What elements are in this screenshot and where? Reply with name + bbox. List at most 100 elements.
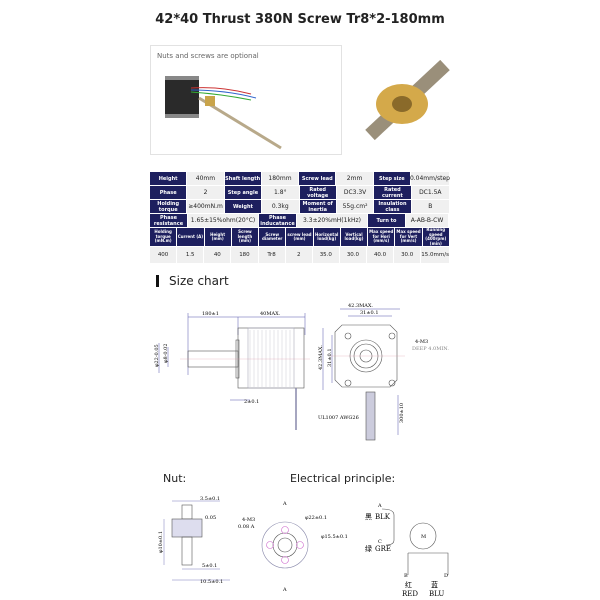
perf-value: 15.0mm/s <box>421 247 449 263</box>
perf-value: 40.0 <box>367 247 394 263</box>
nut-dim-pcd: φ15.5±0.1 <box>321 534 348 540</box>
product-photo: Nuts and screws are optional <box>150 45 342 155</box>
spec-value: DC3.3V <box>336 186 374 199</box>
nut-heading: Nut: <box>163 472 187 485</box>
spec-label: Holding torque <box>150 200 187 213</box>
perf-value: Tr8 <box>258 247 285 263</box>
spec-value: 3.3±20%mH(1kHz) <box>297 214 367 227</box>
spec-value: 2mm <box>336 172 373 185</box>
motor-symbol: M <box>421 534 426 540</box>
perf-header: Screw diameter <box>259 228 286 246</box>
spec-value: 2 <box>187 186 224 199</box>
perf-value: 40 <box>204 247 231 263</box>
dim-d1: φ22-0.05 <box>154 344 160 367</box>
photo-caption: Nuts and screws are optional <box>157 52 259 60</box>
spec-value: 0.3kg <box>262 200 299 213</box>
spec-value: 0.04mm/step <box>410 172 450 185</box>
perf-header: Current (A) <box>177 228 204 246</box>
perf-header: Max speed for Hori (mm/s) <box>368 228 395 246</box>
performance-table: Holding torque (mN.m)Current (A)Height (… <box>150 227 450 264</box>
perf-header: Max speed for Vert (mm/s) <box>395 228 422 246</box>
perf-header: Screw length (mm) <box>231 228 259 246</box>
wire-blu-en: BLU <box>429 590 444 598</box>
perf-value: 35.0 <box>312 247 339 263</box>
dim-body: 40MAX. <box>260 311 281 317</box>
spec-value: 55g.cm² <box>336 200 374 213</box>
section-a-top: A <box>282 501 287 507</box>
pin-c: C <box>378 539 382 545</box>
dim-width: 42.3MAX. <box>348 303 373 309</box>
pin-a: A <box>377 503 382 509</box>
spec-label: Height <box>150 172 187 185</box>
size-chart-title: Size chart <box>169 274 229 288</box>
spec-value: 40mm <box>187 172 224 185</box>
dim-flange: 2±0.1 <box>244 399 259 405</box>
perf-value: 30.0 <box>339 247 366 263</box>
size-chart-heading: Size chart <box>156 274 229 288</box>
nut-dim-total: 10.5±0.1 <box>200 579 223 585</box>
nut-dim-mid: 5±0.1 <box>202 563 217 569</box>
perf-header: Horizontal load(kg) <box>313 228 340 246</box>
perf-row: Holding torque (mN.m)Current (A)Height (… <box>150 227 450 246</box>
electrical-heading: Electrical principle: <box>290 472 396 485</box>
wire-red-cn: 红 <box>405 580 412 589</box>
spec-label: Turn to <box>368 214 405 227</box>
dim-thread: 4-M3 <box>415 339 428 345</box>
spec-value: ≥400mN.m <box>187 200 224 213</box>
wire-gre-en: GRE <box>375 545 391 553</box>
nut-dim-flat: 0.05 <box>205 515 216 521</box>
spec-label: Phase inducatance <box>259 214 296 227</box>
spec-value: A-AB-B-CW <box>406 214 448 227</box>
nut-dim-od: φ22±0.1 <box>305 515 327 521</box>
dim-cable-len: 300±10 <box>399 403 405 423</box>
spec-label: Shaft length <box>224 172 261 185</box>
dim-d2: φ8-0.02 <box>163 343 169 363</box>
spec-value: 180mm <box>261 172 299 185</box>
nut-drawing: 3.5±0.1 5±0.1 10.5±0.1 φ10±0.1 0.05 4-M3… <box>158 496 449 598</box>
pin-d: D <box>444 573 448 579</box>
nut-dim-tol: 0.08 A <box>238 524 255 530</box>
perf-header: Running speed (400rpm) (min) <box>422 227 449 246</box>
spec-value: DC1.5A <box>411 186 449 199</box>
perf-value: 400 <box>150 247 177 263</box>
spec-label: Step size <box>373 172 410 185</box>
wire-red-en: RED <box>402 590 418 598</box>
stepper-motor-image <box>165 76 282 150</box>
heading-bar <box>156 275 159 287</box>
spec-value: B <box>411 200 449 213</box>
nut-dim-top: 3.5±0.1 <box>200 496 220 502</box>
perf-value: 180 <box>231 247 258 263</box>
spec-label: Step angle <box>224 186 262 199</box>
dim-height: 42.3MAX. <box>318 345 324 370</box>
spec-label: Rated voltage <box>299 186 336 199</box>
brass-nut-image <box>365 60 450 141</box>
wire-blk-cn: 黑 <box>365 513 372 521</box>
wire-gre-cn: 绿 <box>365 544 372 553</box>
spec-label: Phase <box>150 186 187 199</box>
spec-value: 1.65±15%ohm(20°C) <box>188 214 258 227</box>
nut-dim-hole: 4-M3 <box>242 517 255 523</box>
page-title: 42*40 Thrust 380N Screw Tr8*2-180mm <box>155 12 445 27</box>
spec-label: Phase resistance <box>150 214 187 227</box>
perf-value: 30.0 <box>394 247 421 263</box>
perf-header: Vertical load(kg) <box>340 228 368 246</box>
perf-header: Holding torque (mN.m) <box>150 228 177 246</box>
perf-header: Height (mm) <box>204 228 231 246</box>
perf-value: 1.5 <box>177 247 204 263</box>
pin-b: B <box>404 573 408 579</box>
spec-label: Insulation class <box>374 200 411 213</box>
perf-header: screw lead (mm) <box>286 228 313 246</box>
wire-blu-cn: 蓝 <box>431 580 438 589</box>
spec-value: 1.8° <box>262 186 299 199</box>
nut-dim-dia: φ10±0.1 <box>158 531 164 553</box>
spec-label: Weight <box>224 200 262 213</box>
dim-cable: UL1007 AWG26 <box>318 415 359 421</box>
spec-label: Rated current <box>374 186 411 199</box>
size-chart-drawing: 180±1 40MAX. 2±0.1 42.3MAX. 31±0.1 4-M3 … <box>154 303 449 441</box>
dim-shaft: 180±1 <box>202 311 219 317</box>
